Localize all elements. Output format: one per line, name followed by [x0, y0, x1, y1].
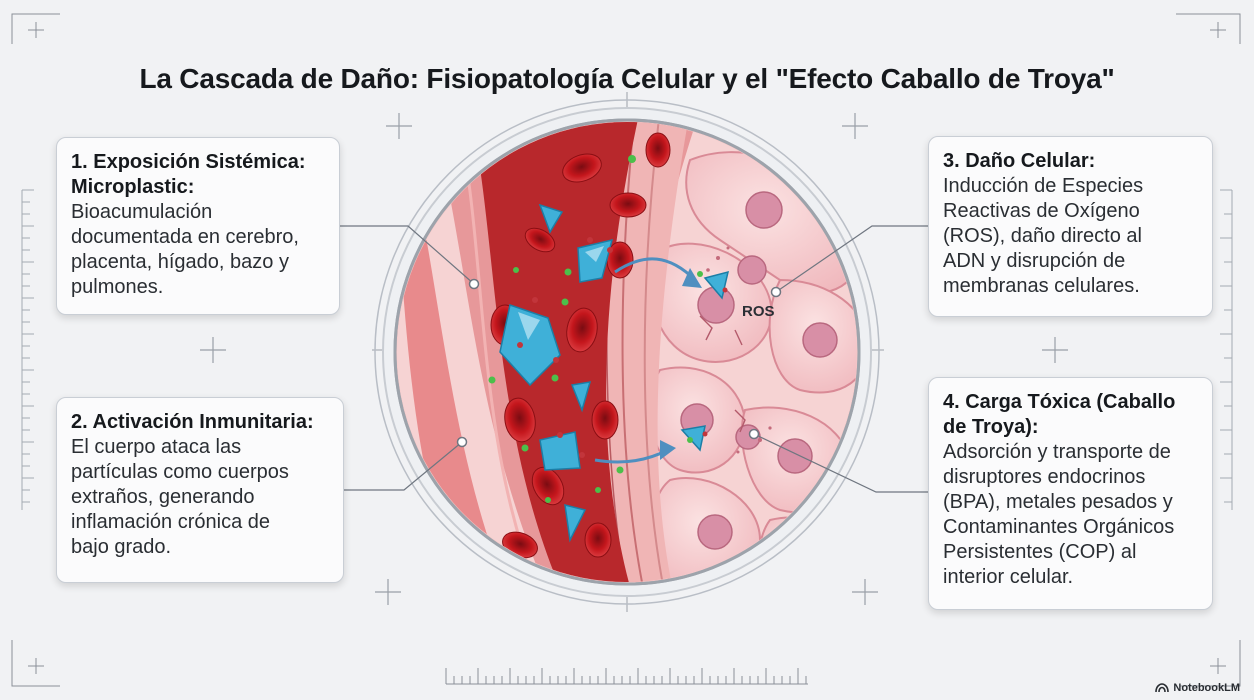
card-text: bajo grado.: [71, 536, 172, 558]
card-dano-celular: 3. Daño Celular: Inducción de Especies R…: [928, 136, 1213, 317]
page-title: La Cascada de Daño: Fisiopatología Celul…: [139, 62, 1115, 94]
card-text: inflamación crónica de: [71, 511, 270, 533]
card-text: interior celular.: [943, 566, 1074, 588]
ros-label: ROS: [742, 303, 775, 320]
card-text: partículas como cuerpos: [71, 461, 289, 483]
card-text: Bioacumulación: [71, 201, 213, 223]
card-text: (ROS), daño directo al: [943, 225, 1142, 247]
crosshair-icon: [200, 113, 1068, 605]
card-text: ADN y disrupción de: [943, 250, 1126, 272]
microplastic-particle-icon: [499, 203, 730, 543]
card-text: Contaminantes Orgánicos: [943, 516, 1175, 538]
card-text: placenta, hígado, bazo y: [71, 251, 289, 273]
card-text: El cuerpo ataca las: [71, 436, 242, 458]
card-carga-toxica: 4. Carga Tóxica (Caballo de Troya): Adso…: [928, 377, 1213, 610]
card-text: documentada en cerebro,: [71, 226, 299, 248]
card-text: Inducción de Especies: [943, 175, 1144, 197]
card-text: membranas celulares.: [943, 275, 1140, 297]
card-text: Adsorción y transporte de: [943, 441, 1171, 463]
card-heading: 3. Daño Celular:: [943, 150, 1096, 172]
card-heading: 4. Carga Tóxica (Caballo: [943, 391, 1176, 413]
card-heading: de Troya):: [943, 416, 1039, 438]
card-text: (BPA), metales pesados y: [943, 491, 1173, 513]
notebooklm-brand: NotebookLM: [1155, 682, 1240, 694]
brand-label: NotebookLM: [1173, 682, 1240, 694]
card-activacion-inmunitaria: 2. Activación Inmunitaria: El cuerpo ata…: [56, 397, 344, 583]
card-heading: Microplastic:: [71, 176, 195, 198]
card-heading: 1. Exposición Sistémica:: [71, 151, 306, 173]
card-text: disruptores endocrinos: [943, 466, 1146, 488]
card-text: extraños, generando: [71, 486, 255, 508]
notebooklm-logo-icon: [1155, 683, 1170, 693]
card-text: Reactivas de Oxígeno: [943, 200, 1140, 222]
card-heading: 2. Activación Inmunitaria:: [71, 411, 314, 433]
card-text: Persistentes (COP) al: [943, 541, 1137, 563]
card-exposicion-sistemica: 1. Exposición Sistémica: Microplastic: B…: [56, 137, 340, 315]
card-text: pulmones.: [71, 276, 164, 298]
